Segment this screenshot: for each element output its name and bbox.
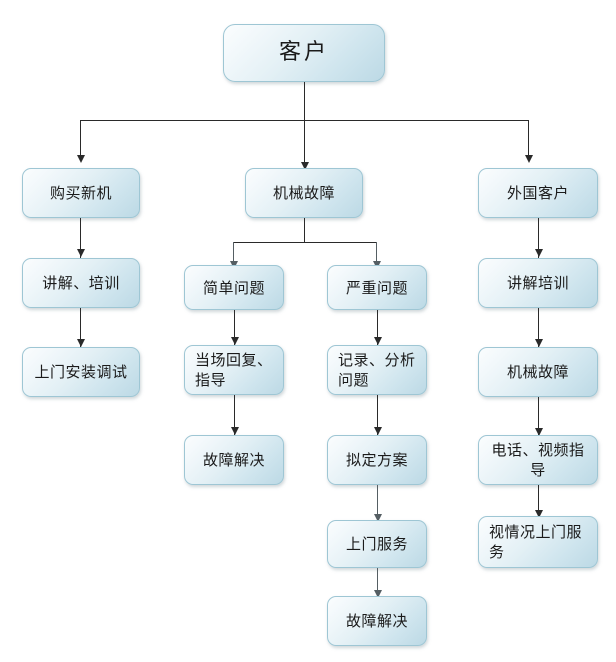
edge-col3-3-4 — [538, 397, 539, 435]
edge-col2-stem — [304, 218, 305, 242]
arrow-root-to-col1 — [77, 155, 85, 163]
node-col1-buy-new-machine[interactable]: 购买新机 — [22, 168, 140, 218]
arrow-col2-severe-4-5 — [374, 590, 382, 598]
arrow-col1-2-3 — [77, 339, 85, 347]
node-col2-simple-problem[interactable]: 简单问题 — [184, 265, 284, 310]
node-label: 严重问题 — [345, 278, 408, 297]
arrow-col2-simple-1-2 — [231, 337, 239, 345]
node-label: 故障解决 — [345, 612, 408, 630]
node-col2-draft-plan[interactable]: 拟定方案 — [327, 435, 427, 485]
arrow-col3-1-2 — [535, 249, 543, 257]
node-label: 拟定方案 — [345, 451, 408, 469]
node-label: 讲解培训 — [506, 274, 569, 292]
edge-col3-2-3 — [538, 308, 539, 348]
arrow-col2-severe-2-3 — [374, 427, 382, 435]
arrow-root-to-col3 — [525, 155, 533, 163]
edge-col2-to-simple — [233, 242, 234, 266]
node-root-customer[interactable]: 客户 — [223, 24, 385, 82]
arrow-col2-severe-3-4 — [374, 514, 382, 522]
arrow-col2-severe-1-2 — [374, 337, 382, 345]
node-label: 电话、视频指导 — [491, 441, 585, 479]
edge-col2-to-severe — [376, 242, 377, 266]
arrow-col2-simple-2-3 — [231, 427, 239, 435]
node-col2-onsite-service[interactable]: 上门服务 — [327, 520, 427, 568]
node-label: 简单问题 — [202, 278, 265, 297]
node-col2-severe-problem[interactable]: 严重问题 — [327, 265, 427, 310]
arrow-col3-3-4 — [535, 428, 543, 436]
node-col3-phone-video-guidance[interactable]: 电话、视频指导 — [478, 435, 598, 485]
edge-col1-1-2 — [80, 218, 81, 258]
edge-col2-severe-1-2 — [377, 310, 378, 345]
arrow-col3-2-3 — [535, 339, 543, 347]
arrow-col1-1-2 — [77, 249, 85, 257]
node-label: 客户 — [278, 40, 329, 65]
node-label: 上门安装调试 — [34, 363, 128, 381]
node-label: 机械故障 — [506, 363, 569, 381]
edge-col3-4-5 — [538, 485, 539, 517]
edge-col2-simple-2-3 — [234, 395, 235, 435]
arrow-col3-4-5 — [535, 510, 543, 518]
edge-root-stem — [304, 82, 305, 120]
node-label: 视情况上门服务 — [489, 523, 583, 561]
node-col3-foreign-customer[interactable]: 外国客户 — [478, 168, 598, 218]
node-label: 机械故障 — [272, 184, 335, 202]
node-label: 当场回复、指导 — [195, 351, 273, 389]
node-col3-mechanical-fault[interactable]: 机械故障 — [478, 347, 598, 397]
node-col2-mechanical-fault[interactable]: 机械故障 — [245, 168, 363, 218]
node-label: 记录、分析问题 — [338, 351, 416, 389]
edge-root-to-col3 — [528, 120, 529, 158]
edge-col3-1-2 — [538, 218, 539, 258]
edge-col2-simple-1-2 — [234, 310, 235, 345]
edge-col2-severe-4-5 — [377, 568, 378, 598]
node-col1-explain-training[interactable]: 讲解、培训 — [22, 258, 140, 308]
edge-root-to-col1 — [80, 120, 81, 158]
edge-col2-severe-2-3 — [377, 395, 378, 435]
node-label: 购买新机 — [49, 184, 112, 202]
node-label: 讲解、培训 — [42, 274, 120, 292]
arrow-root-to-col2 — [301, 162, 309, 170]
node-col2-onsite-reply-guidance[interactable]: 当场回复、指导 — [184, 345, 284, 395]
edge-col1-2-3 — [80, 308, 81, 348]
edge-col2-split-bar — [233, 242, 376, 243]
node-col1-onsite-install-debug[interactable]: 上门安装调试 — [22, 347, 140, 397]
node-label: 故障解决 — [202, 451, 265, 469]
node-col2-severe-fault-resolved[interactable]: 故障解决 — [327, 596, 427, 646]
edge-root-to-col2 — [304, 120, 305, 166]
node-label: 外国客户 — [506, 184, 569, 202]
node-col3-onsite-service-if-needed[interactable]: 视情况上门服务 — [478, 516, 598, 568]
node-label: 上门服务 — [345, 535, 408, 553]
edge-col2-severe-3-4 — [377, 485, 378, 520]
node-col3-explain-training[interactable]: 讲解培训 — [478, 258, 598, 308]
node-col2-simple-fault-resolved[interactable]: 故障解决 — [184, 435, 284, 485]
node-col2-record-analyze-problem[interactable]: 记录、分析问题 — [327, 345, 427, 395]
